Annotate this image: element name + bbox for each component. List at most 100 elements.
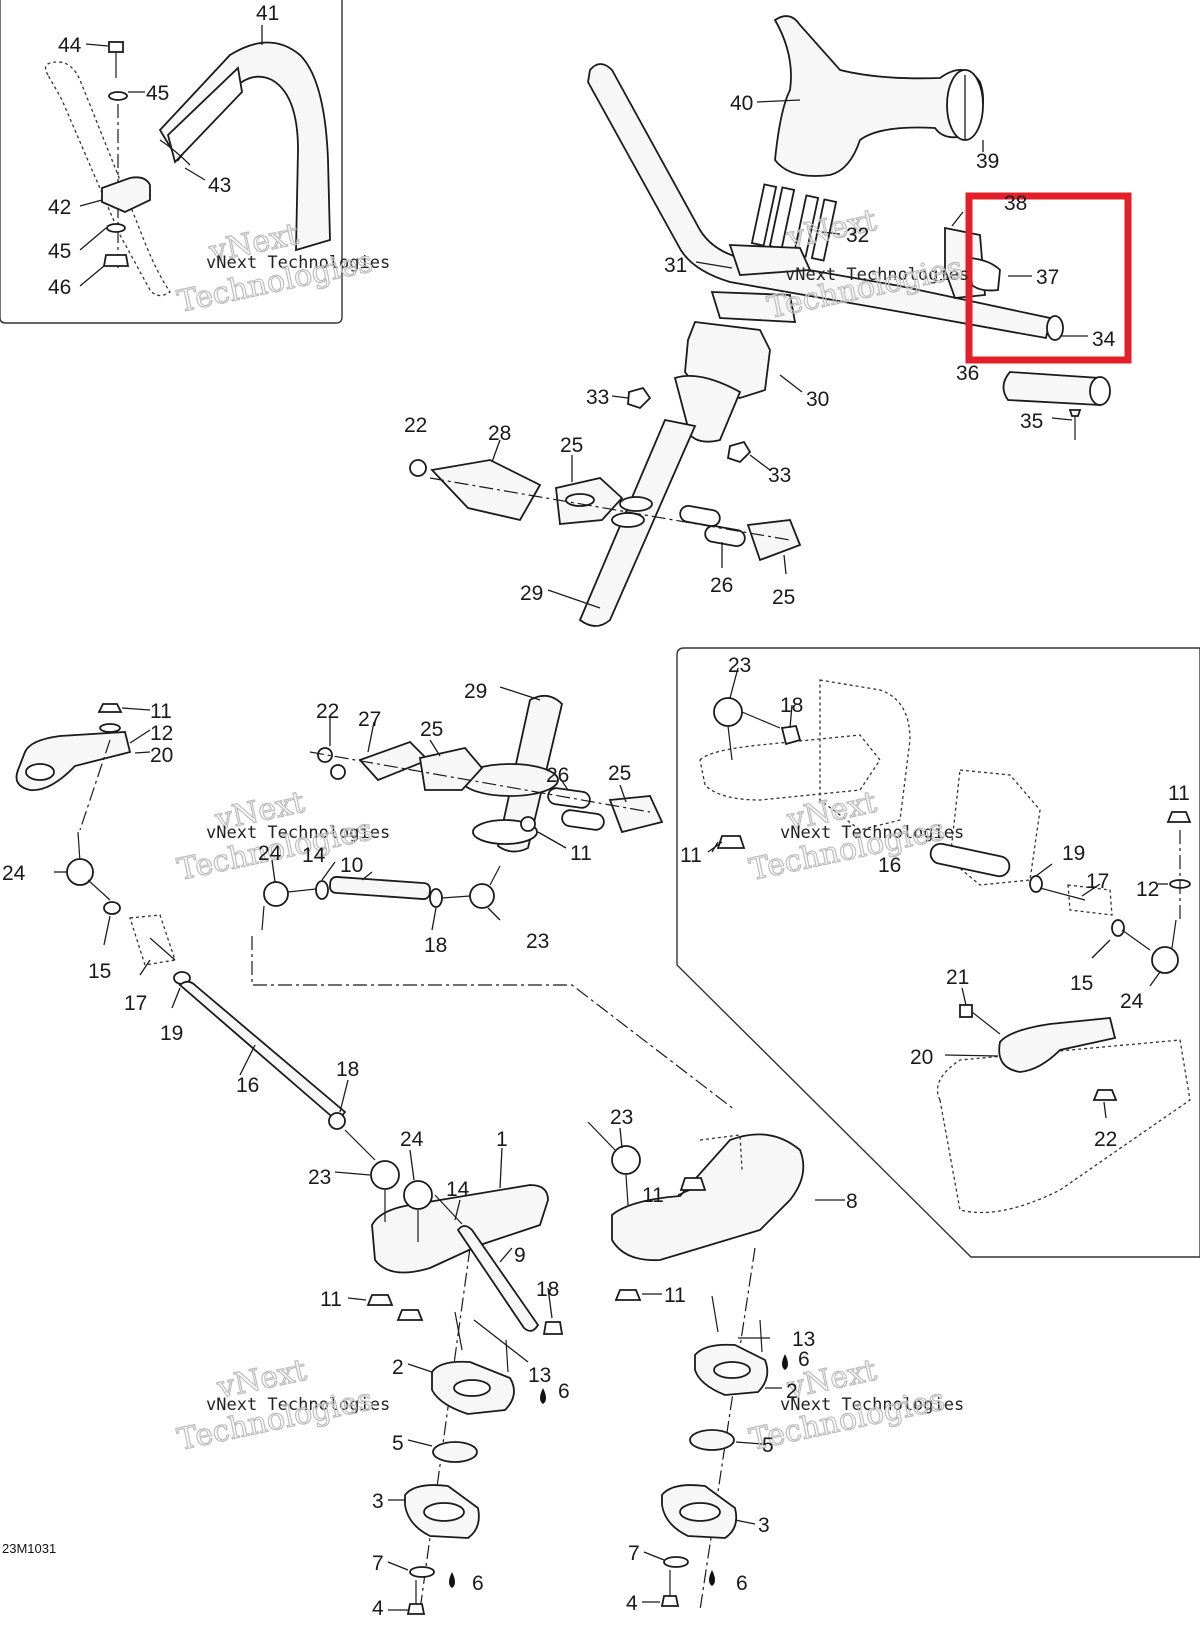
callout-11: 11 [642,1184,664,1207]
callout-39: 39 [976,150,999,173]
callout-1: 1 [496,1128,508,1151]
hand-guard-group [44,41,331,297]
callout-30: 30 [806,388,829,411]
callout-20: 20 [150,744,173,767]
watermark-line-full: vNext Technologies [785,265,969,285]
callout-22: 22 [1094,1128,1117,1151]
callout-29: 29 [520,582,543,605]
hand-guard-pad [166,66,243,164]
guard-nut [102,254,130,267]
hand-guard-bar [158,41,331,252]
lower-arms-group [344,1121,805,1615]
callout-11: 11 [664,1284,686,1307]
callout-24: 24 [2,862,26,885]
watermark-line-full: vNext Technologies [206,823,390,843]
nut-33b [726,440,752,464]
bushing-half-lower [746,519,802,562]
callout-42: 42 [48,196,71,219]
watermark-line-full: vNext Technologies [780,823,964,843]
ball-joint-23 [713,697,743,727]
pitman-arm-right [998,1017,1117,1073]
riser-bolts [750,183,838,262]
callout-4: 4 [626,1592,638,1615]
callout-24: 24 [258,842,282,865]
spacer-26a [679,505,721,527]
callout-25: 25 [420,718,443,741]
callout-13: 13 [528,1364,551,1387]
tie-rod-16a [178,980,347,1119]
callout-3: 3 [372,1490,384,1513]
bushing-half-25d [608,795,664,834]
callout-23: 23 [610,1106,633,1129]
callout-19: 19 [1062,842,1085,865]
callout-25: 25 [772,586,795,609]
leader-lines [54,25,1168,1611]
inset-frame-right [676,647,1200,1258]
callout-28: 28 [488,422,511,445]
callout-21: 21 [946,966,969,989]
column-bracket [430,459,542,522]
callout-24: 24 [1120,990,1144,1013]
callout-20: 20 [910,1046,933,1069]
callout-7: 7 [628,1542,640,1565]
callout-12: 12 [1136,878,1159,901]
seal-5a [432,1441,478,1463]
watermark-line-full: vNext Technologies [780,1395,964,1415]
callout-11: 11 [320,1288,342,1311]
callout-19: 19 [160,1022,183,1045]
callout-29: 29 [464,680,487,703]
callout-25: 25 [608,762,631,785]
callout-6: 6 [736,1572,748,1595]
callout-33: 33 [768,464,791,487]
callout-15: 15 [1070,972,1093,995]
callout-34: 34 [1092,328,1116,351]
upper-clamp [728,244,812,276]
callout-45: 45 [146,82,169,105]
callout-35: 35 [1020,410,1043,433]
spacer-26b [704,525,746,547]
guard-clamp [101,176,151,213]
callout-36: 36 [956,362,979,385]
callout-40: 40 [730,92,753,115]
callout-3: 3 [758,1514,770,1537]
watermarks: vNext vNext Technologies Technologies vN… [174,202,969,1458]
callout-37: 37 [1036,266,1059,289]
nut-33a [627,386,652,410]
guard-washer [108,91,128,101]
lower-column-group [251,694,736,1111]
callout-17: 17 [124,992,147,1015]
callout-11: 11 [570,842,592,865]
callout-25: 25 [560,434,583,457]
left-linkage-group [15,703,347,1130]
callout-22: 22 [404,414,427,437]
callout-2: 2 [786,1380,798,1403]
callout-46: 46 [48,276,71,299]
callout-24: 24 [400,1128,424,1151]
callout-23: 23 [308,1166,331,1189]
callout-5: 5 [392,1432,404,1455]
callout-10: 10 [340,854,363,877]
callout-8: 8 [846,1190,858,1213]
callout-16: 16 [236,1074,259,1097]
callout-44: 44 [58,34,82,57]
highlight-box [965,192,1132,364]
callout-26: 26 [710,574,733,597]
callout-14: 14 [446,1178,470,1201]
callout-31: 31 [664,254,687,277]
callout-14: 14 [302,844,326,867]
tie-rod-9 [456,1225,540,1332]
watermark-line-full: vNext Technologies [206,253,390,273]
callout-4: 4 [372,1597,384,1620]
steering-arm-8 [611,1133,805,1262]
callout-5: 5 [762,1434,774,1457]
plate-27 [358,740,430,782]
idler-shaft [929,842,1011,878]
tie-rod-10 [329,876,431,900]
right-inset-group [699,679,1192,1214]
guard-bolt-head [108,41,124,53]
callout-18: 18 [336,1058,359,1081]
callout-11: 11 [680,844,702,867]
callout-32: 32 [846,224,869,247]
